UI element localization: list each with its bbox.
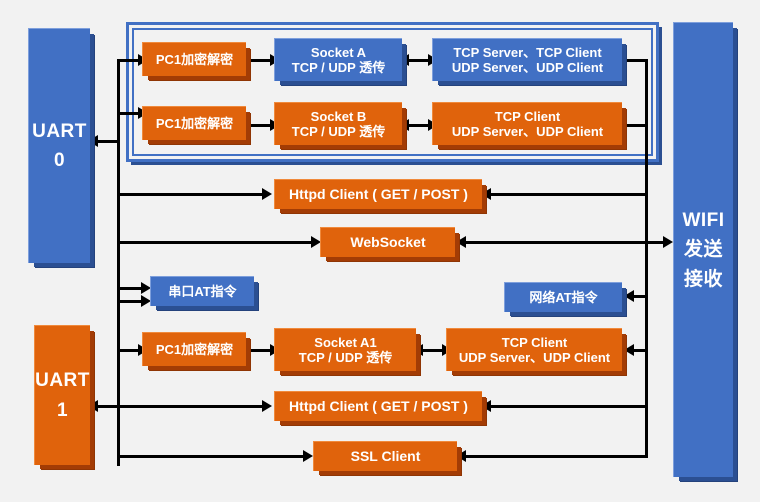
uart1-httpd-line <box>96 405 266 408</box>
wifi-to-httpd-bottom-arrow <box>481 400 491 412</box>
row1-socket-proto-arrow-left <box>399 54 409 66</box>
wifi-to-proto1-arrow <box>617 54 627 66</box>
row1-crypto-socket-line <box>248 59 274 62</box>
uart0-return-line <box>96 140 120 143</box>
protocol-block-row2[interactable]: TCP Client UDP Server、UDP Client <box>432 102 622 145</box>
httpd-client-block-bottom[interactable]: Httpd Client ( GET / POST ) <box>274 391 482 421</box>
wifi-to-proto3-arrow <box>624 344 634 356</box>
uart0-to-crypto1-line <box>117 59 142 62</box>
uart1-httpd-arrow-left <box>88 400 98 412</box>
socket-b-label: Socket B TCP / UDP 透传 <box>291 108 386 139</box>
wifi-feed-arrow <box>663 236 673 248</box>
crypto-block-row3[interactable]: PC1加密解密 <box>142 332 246 366</box>
wifi-to-httpd-top-arrow <box>481 188 491 200</box>
uart1-block[interactable]: UART 1 <box>34 325 90 465</box>
wifi-to-network-at-line <box>632 295 648 298</box>
wifi-label: WIFI 发送 接收 <box>682 209 725 290</box>
row1-crypto-socket-arrow-left <box>241 54 251 66</box>
row2-socket-proto-arrow-left <box>399 119 409 131</box>
uart0-to-websocket-arrow <box>311 236 321 248</box>
wifi-to-proto1-line <box>625 59 648 62</box>
wifi-to-proto2-arrow <box>617 119 627 131</box>
uart0-trunk-line <box>117 59 120 466</box>
httpd-client-top-label: Httpd Client ( GET / POST ) <box>289 186 468 203</box>
protocol-block-row3[interactable]: TCP Client UDP Server、UDP Client <box>446 328 622 371</box>
socket-group-frame <box>126 22 659 162</box>
uart0-to-serial-at-line <box>117 287 145 290</box>
row2-socket-proto-line <box>406 124 432 127</box>
uart0-to-httpd-arrow <box>262 188 272 200</box>
uart1-to-ssl-arrow <box>303 450 313 462</box>
wifi-to-httpd-bottom-line <box>489 405 648 408</box>
uart0-label: UART 0 <box>32 120 87 171</box>
protocol-block-row1[interactable]: TCP Server、TCP Client UDP Server、UDP Cli… <box>432 38 622 81</box>
uart1-trunk-line <box>117 300 120 466</box>
uart1-to-ssl-line <box>117 455 306 458</box>
crypto-block-row2[interactable]: PC1加密解密 <box>142 106 246 140</box>
wifi-feed-line <box>645 241 667 244</box>
uart1-httpd-arrow-right <box>262 400 272 412</box>
uart0-to-httpd-line <box>117 193 265 196</box>
row3-socket-proto-line <box>420 349 446 352</box>
crypto-block-row2-label: PC1加密解密 <box>155 115 234 131</box>
socket-b-block[interactable]: Socket B TCP / UDP 透传 <box>274 102 402 145</box>
socket-a-block[interactable]: Socket A TCP / UDP 透传 <box>274 38 402 81</box>
websocket-block[interactable]: WebSocket <box>320 227 455 257</box>
httpd-client-bottom-label: Httpd Client ( GET / POST ) <box>289 398 468 415</box>
wifi-to-httpd-top-line <box>489 193 648 196</box>
crypto-block-row1-label: PC1加密解密 <box>155 51 234 67</box>
ssl-client-block[interactable]: SSL Client <box>313 441 457 471</box>
wifi-to-ssl-arrow <box>456 450 466 462</box>
row3-crypto-socket-arrow-left <box>241 344 251 356</box>
wifi-to-network-at-arrow <box>624 290 634 302</box>
row2-crypto-socket-arrow-left <box>241 119 251 131</box>
uart1-to-serial-at-arrow <box>141 295 151 307</box>
uart0-to-serial-at-arrow <box>141 282 151 294</box>
uart1-to-crypto-line <box>117 349 142 352</box>
wifi-to-ssl-line <box>464 455 648 458</box>
uart0-to-websocket-line <box>117 241 314 244</box>
uart0-return-arrow <box>88 135 98 147</box>
socket-group-frame-inner <box>132 28 653 156</box>
network-at-command-block[interactable]: 网络AT指令 <box>504 282 622 312</box>
row2-crypto-socket-line <box>248 124 274 127</box>
network-at-command-label: 网络AT指令 <box>529 289 598 305</box>
serial-at-command-label: 串口AT指令 <box>168 283 237 299</box>
httpd-client-block-top[interactable]: Httpd Client ( GET / POST ) <box>274 179 482 209</box>
wifi-to-websocket-arrow <box>456 236 466 248</box>
ssl-client-label: SSL Client <box>350 448 421 465</box>
uart0-to-crypto2-line <box>117 112 142 115</box>
websocket-label: WebSocket <box>350 234 426 251</box>
socket-a1-label: Socket A1 TCP / UDP 透传 <box>298 334 393 365</box>
protocol-block-row2-label: TCP Client UDP Server、UDP Client <box>451 108 604 139</box>
wifi-block[interactable]: WIFI 发送 接收 <box>673 22 733 477</box>
uart0-block[interactable]: UART 0 <box>28 28 90 263</box>
protocol-block-row3-label: TCP Client UDP Server、UDP Client <box>458 334 611 365</box>
serial-at-command-block[interactable]: 串口AT指令 <box>150 276 254 306</box>
row3-socket-proto-arrow-left <box>413 344 423 356</box>
socket-a1-block[interactable]: Socket A1 TCP / UDP 透传 <box>274 328 416 371</box>
wifi-to-websocket-line <box>464 241 648 244</box>
row3-crypto-socket-line <box>248 349 274 352</box>
wifi-to-proto2-line <box>625 124 648 127</box>
wifi-to-proto3-line <box>632 349 648 352</box>
crypto-block-row1[interactable]: PC1加密解密 <box>142 42 246 76</box>
wifi-trunk-line <box>645 59 648 456</box>
socket-a-label: Socket A TCP / UDP 透传 <box>291 44 386 75</box>
crypto-block-row3-label: PC1加密解密 <box>155 341 234 357</box>
uart1-to-serial-at-line <box>117 300 145 303</box>
uart1-label: UART 1 <box>35 370 90 421</box>
protocol-block-row1-label: TCP Server、TCP Client UDP Server、UDP Cli… <box>451 44 604 75</box>
row1-socket-proto-line <box>406 59 432 62</box>
